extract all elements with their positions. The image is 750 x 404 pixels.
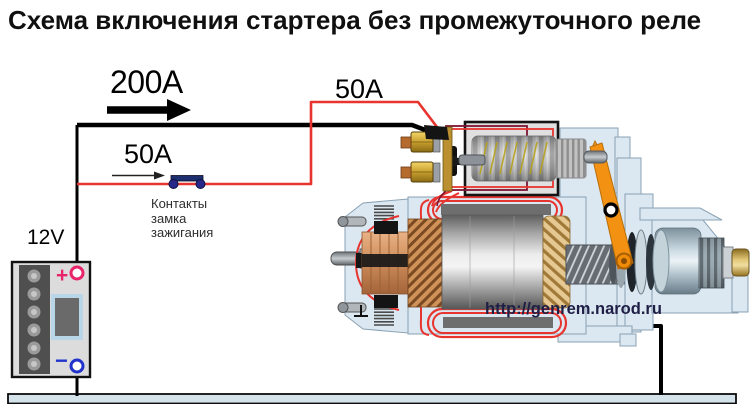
battery-positive-terminal bbox=[69, 265, 85, 281]
ignition-switch-caption: Контакты замка зажигания bbox=[151, 196, 214, 240]
terminal-plate bbox=[442, 126, 453, 192]
armature bbox=[356, 214, 571, 310]
lever-pivot bbox=[603, 202, 619, 218]
pole-shoe-bottom bbox=[443, 317, 553, 328]
battery-cell-strip bbox=[19, 265, 50, 374]
bendix-gear bbox=[652, 227, 750, 295]
label-200a: 200A bbox=[110, 64, 183, 100]
vent-slots bbox=[374, 205, 394, 326]
label-50a-top: 50A bbox=[335, 74, 384, 104]
brush-top bbox=[374, 221, 398, 234]
battery-cell-caps bbox=[27, 269, 41, 371]
shaft-tip bbox=[731, 248, 750, 277]
solenoid-wire-maroon bbox=[436, 189, 448, 207]
battery-plus-sign: + bbox=[56, 264, 69, 287]
solenoid bbox=[400, 120, 608, 197]
label-12v: 12V bbox=[27, 226, 65, 249]
battery-negative-terminal bbox=[69, 358, 85, 374]
current-arrow-50a bbox=[112, 171, 165, 180]
starter-motor-illustration bbox=[330, 120, 750, 347]
wire-ignition-red bbox=[77, 100, 442, 186]
battery-minus-sign: − bbox=[55, 348, 68, 373]
label-50a-switch: 50A bbox=[124, 139, 173, 169]
armature-core bbox=[441, 214, 544, 310]
through-bolts bbox=[337, 216, 368, 317]
diagram-title: Схема включения стартера без промежуточн… bbox=[8, 5, 702, 35]
battery-label-plate bbox=[51, 294, 83, 340]
watermark-url: http://genrem.narod.ru bbox=[485, 300, 662, 318]
plunger-rod bbox=[583, 150, 608, 164]
pole-shoe-top bbox=[441, 204, 551, 215]
return-spring bbox=[555, 138, 587, 179]
battery bbox=[10, 260, 92, 379]
wire-main-200a-black bbox=[77, 122, 442, 139]
winding-end-left bbox=[407, 218, 443, 308]
brush-bottom bbox=[374, 295, 398, 308]
terminal-bolt-ignition bbox=[400, 161, 441, 183]
ignition-switch bbox=[168, 175, 206, 189]
wire-starter-ground bbox=[637, 324, 663, 395]
current-arrow-200a bbox=[107, 99, 191, 121]
cable-lug bbox=[424, 125, 449, 140]
ground-bar bbox=[7, 393, 737, 404]
